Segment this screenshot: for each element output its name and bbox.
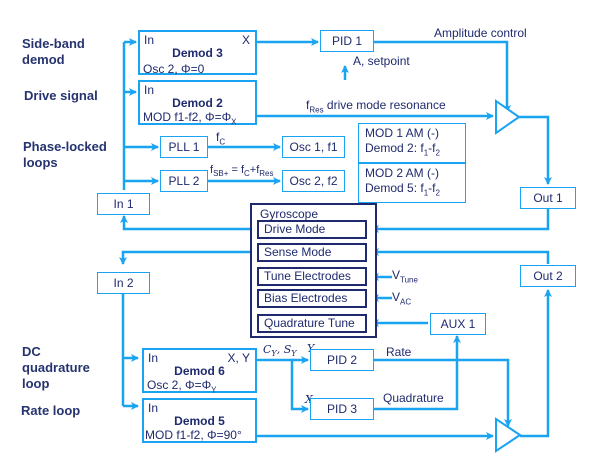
- demod-6-phase-index: Y: [211, 385, 217, 395]
- quadrature-label: Quadrature: [383, 391, 444, 405]
- demod-2-settings: MOD f1-f2, Φ=ΦX: [143, 110, 237, 126]
- mod-2-l2-text: Demod 5: f: [365, 181, 424, 195]
- vac-v: V: [392, 290, 401, 304]
- gyro-drive-mode[interactable]: Drive Mode: [257, 220, 367, 239]
- pid-2-block[interactable]: PID 2: [310, 349, 374, 371]
- demod-3-output: X: [241, 33, 250, 47]
- mod-2-line-1: MOD 2 AM (-): [365, 166, 439, 180]
- fres-rest: drive mode resonance: [323, 98, 446, 112]
- osc-1-block[interactable]: Osc 1, f1: [282, 136, 345, 158]
- gyro-sense-mode[interactable]: Sense Mode: [257, 243, 367, 262]
- demod-6-settings: Osc 2, Φ=ΦY: [147, 378, 217, 394]
- amplitude-control-label: Amplitude control: [434, 26, 527, 40]
- demod-5-title: Demod 5: [174, 414, 225, 428]
- pll-1-block[interactable]: PLL 1: [160, 136, 208, 158]
- mod-2-line-2: Demod 5: f1-f2: [365, 181, 459, 200]
- fres-sub: Res: [309, 105, 324, 115]
- aux-1-block[interactable]: AUX 1: [430, 313, 486, 335]
- mod-2-note: MOD 2 AM (-) Demod 5: f1-f2: [358, 163, 466, 204]
- cy-sy-label: CY, SY: [263, 343, 297, 359]
- vtune-sub: Tune: [400, 275, 418, 285]
- y-label: Y: [307, 342, 314, 355]
- in-2-block[interactable]: In 2: [97, 272, 150, 294]
- fc-sub: C: [219, 137, 226, 147]
- demod-6-block[interactable]: In X, Y Demod 6 Osc 2, Φ=ΦY: [142, 348, 257, 394]
- fsb-label: fSB+ = fC+fRes: [210, 164, 274, 178]
- setpoint-label: A, setpoint: [353, 54, 410, 68]
- sy-sub: Y: [291, 349, 297, 359]
- demod-5-settings: MOD f1-f2, Φ=90°: [145, 428, 242, 442]
- mod-2-sub-b: 2: [435, 188, 440, 198]
- label-rate-loop: Rate loop: [21, 403, 81, 418]
- label-phase-locked-loops: Phase-locked loops: [23, 139, 107, 170]
- fc-f: f: [216, 130, 220, 144]
- amplifier-2: [495, 417, 522, 453]
- fsb-sub: SB+: [213, 169, 229, 179]
- in-1-block[interactable]: In 1: [97, 193, 150, 215]
- fsb-eq: = f: [228, 164, 244, 176]
- amplifier-1: [495, 99, 521, 135]
- fsb-plus: +f: [249, 164, 260, 176]
- demod-6-settings-text: Osc 2, Φ=Φ: [147, 378, 212, 392]
- cy-sub: Y: [271, 349, 277, 359]
- pid-3-block[interactable]: PID 3: [310, 398, 374, 420]
- gyro-bias-electrodes[interactable]: Bias Electrodes: [257, 289, 367, 308]
- demod-2-title: Demod 2: [172, 96, 223, 110]
- demod-3-block[interactable]: In X Demod 3 Osc 2, Φ=0: [138, 30, 257, 76]
- pid-1-block[interactable]: PID 1: [320, 30, 374, 52]
- demod-6-title: Demod 6: [174, 364, 225, 378]
- label-sideband-demod: Side-band demod: [22, 36, 85, 67]
- fsb-f: f: [210, 164, 214, 176]
- mod-1-sub-b: 2: [435, 148, 440, 158]
- vtune-label: VTune: [392, 268, 418, 284]
- demod-3-title: Demod 3: [172, 46, 223, 60]
- vac-label: VAC: [392, 290, 411, 306]
- demod-6-input: In: [148, 351, 159, 365]
- demod-2-input: In: [144, 83, 155, 97]
- fsb-c: C: [244, 169, 250, 179]
- mod-2-minus: -f: [428, 181, 436, 195]
- gyro-quadrature-tune[interactable]: Quadrature Tune: [257, 314, 367, 333]
- demod-2-settings-text: MOD f1-f2, Φ=Φ: [143, 110, 232, 124]
- label-dc-quadrature-loop: DC quadrature loop: [22, 344, 90, 391]
- x-label: X: [305, 393, 313, 406]
- vac-sub: AC: [400, 297, 412, 307]
- osc-2-block[interactable]: Osc 2, f2: [282, 170, 345, 192]
- mod-1-line-1: MOD 1 AM (-): [365, 126, 439, 140]
- mod-2-sub-a: 1: [423, 188, 429, 198]
- demod-5-input: In: [148, 401, 159, 415]
- mod-1-minus: -f: [428, 141, 436, 155]
- fres-f: f: [306, 98, 310, 112]
- mod-1-sub-a: 1: [423, 148, 429, 158]
- demod-5-block[interactable]: In Demod 5 MOD f1-f2, Φ=90°: [142, 398, 257, 443]
- gyro-tune-electrodes[interactable]: Tune Electrodes: [257, 267, 367, 286]
- pll-2-block[interactable]: PLL 2: [160, 170, 208, 192]
- mod-1-l2-text: Demod 2: f: [365, 141, 424, 155]
- rate-label: Rate: [386, 345, 412, 359]
- demod-2-phase-index: X: [231, 117, 237, 127]
- out-2-block[interactable]: Out 2: [520, 265, 576, 287]
- fsb-res: Res: [259, 169, 274, 179]
- out-1-block[interactable]: Out 1: [520, 187, 576, 209]
- gyroscope-title: Gyroscope: [260, 207, 319, 221]
- mod-1-line-2: Demod 2: f1-f2: [365, 141, 459, 160]
- demod-3-settings: Osc 2, Φ=0: [143, 62, 205, 76]
- vtune-v: V: [392, 268, 401, 282]
- cy-c: C: [263, 343, 272, 356]
- demod-6-output: X, Y: [227, 351, 250, 365]
- demod-3-input: In: [144, 33, 155, 47]
- sy-s: S: [283, 343, 292, 356]
- fres-label: fRes drive mode resonance: [306, 98, 446, 114]
- mod-1-note: MOD 1 AM (-) Demod 2: f1-f2: [358, 123, 466, 164]
- fc-label: fC: [216, 130, 225, 146]
- label-drive-signal: Drive signal: [24, 88, 98, 103]
- demod-2-block[interactable]: In Demod 2 MOD f1-f2, Φ=ΦX: [138, 80, 257, 126]
